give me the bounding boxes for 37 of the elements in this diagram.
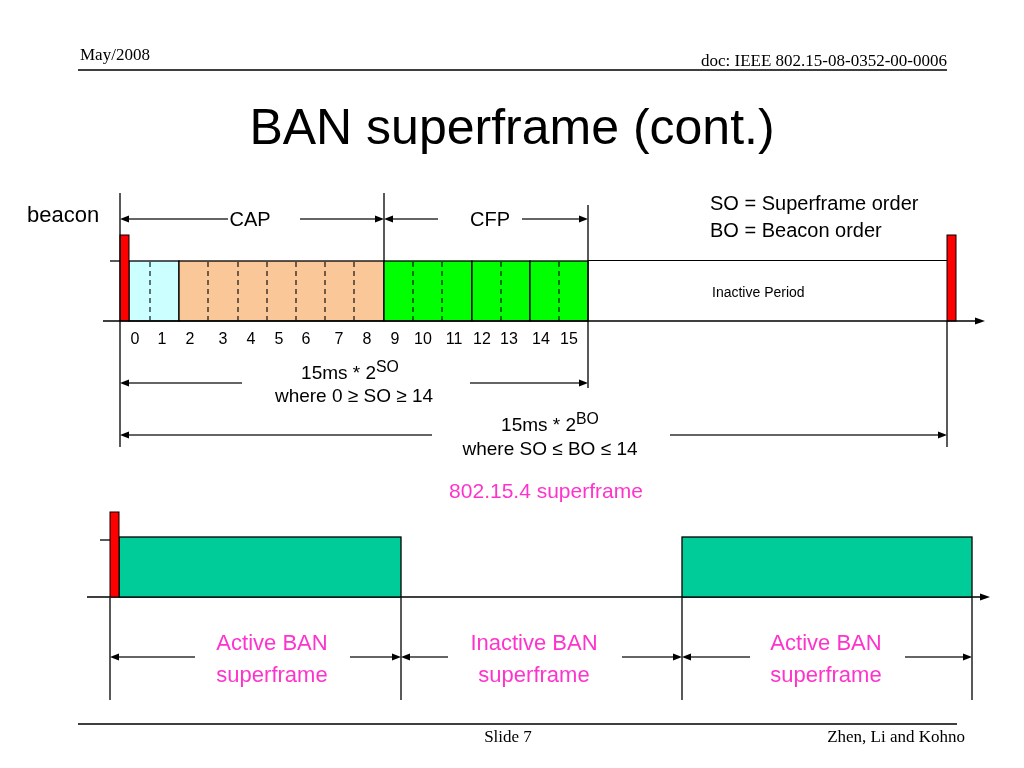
author-names: Zhen, Li and Kohno	[827, 727, 965, 747]
duration-formula: 15ms * 2$^{BO}$	[501, 410, 599, 437]
beacon-label: beacon	[27, 202, 100, 228]
period-label: CAP	[229, 208, 271, 231]
definition-note: BO = Beacon order	[710, 219, 882, 242]
document-number: doc: IEEE 802.15-08-0352-00-0006	[701, 51, 947, 71]
slide-number: Slide 7	[484, 727, 532, 747]
active-period-block	[681, 536, 973, 598]
slot-number: 13	[500, 330, 518, 349]
range-condition: where 0 ≥ SO ≥ 14	[274, 385, 434, 407]
slot-number: 4	[246, 330, 256, 349]
definition-note: SO = Superframe order	[710, 192, 919, 215]
slot-number: 0	[130, 330, 140, 349]
slide-title: BAN superframe (cont.)	[249, 99, 775, 157]
slot-number: 11	[445, 330, 463, 349]
slot-number: 14	[532, 330, 550, 349]
slot-number: 5	[274, 330, 284, 349]
slot-number: 3	[218, 330, 228, 349]
slot-number: 9	[390, 330, 400, 349]
period-label: Inactive Period	[712, 284, 805, 301]
section-heading: 802.15.4 superframe	[449, 479, 643, 504]
slot-number: 10	[414, 330, 432, 349]
period-label: Active BAN superframe	[769, 629, 883, 689]
duration-formula: 15ms * 2$^{SO}$	[301, 358, 399, 385]
slot-number: 6	[301, 330, 311, 349]
date-text: May/2008	[80, 45, 150, 65]
range-condition: where SO ≤ BO ≤ 14	[462, 438, 638, 460]
active-period-block	[118, 536, 402, 598]
slot-number: 15	[560, 330, 578, 349]
slot-number: 2	[185, 330, 195, 349]
slot-number: 8	[362, 330, 372, 349]
slot-number: 12	[473, 330, 491, 349]
slot-number: 7	[334, 330, 344, 349]
period-label: Inactive BAN superframe	[469, 629, 599, 689]
period-label: CFP	[470, 208, 510, 231]
period-label: Active BAN superframe	[215, 629, 329, 689]
slot-number: 1	[157, 330, 167, 349]
